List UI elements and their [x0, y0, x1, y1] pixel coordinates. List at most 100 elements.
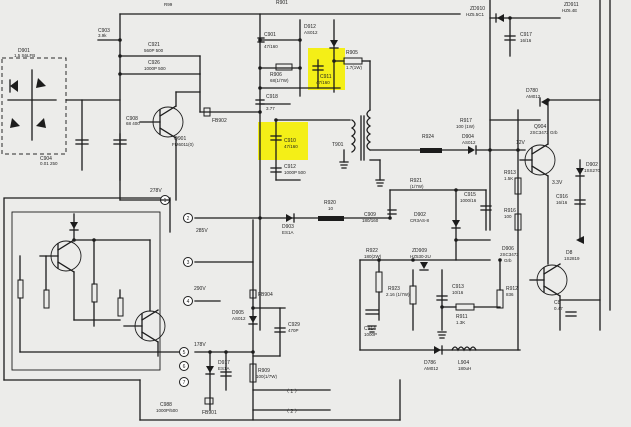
label-d906-rank: Grb — [504, 258, 512, 263]
label-d902b-value: 1SS270 — [584, 168, 601, 173]
label-d8-value: 1S2819 — [564, 256, 580, 261]
label-c8-value: 0.47 — [554, 306, 563, 311]
connector-label-2: 〈 2 〉 — [284, 409, 300, 415]
label-zd911: ZD911 — [564, 2, 579, 8]
label-d902b: D902 — [586, 162, 598, 168]
label-zd911-value: HZ6.4E — [562, 8, 577, 13]
label-c901: C901 — [264, 32, 276, 38]
node-6 — [179, 361, 189, 371]
label-c910-value: 47/160 — [284, 144, 298, 149]
label-r917: R917 — [460, 118, 472, 124]
label-q901: Q901 — [174, 136, 186, 142]
label-c917-value: 16/16 — [520, 38, 532, 43]
label-285v: 285V — [196, 228, 208, 234]
label-c988: C988 — [160, 402, 172, 408]
label-d904: D904 — [462, 134, 474, 140]
label-c909-value: 180/160 — [362, 218, 379, 223]
label-c929-value: 470P — [288, 328, 299, 333]
label-c904-value: 0.01 250 — [40, 161, 58, 166]
label-r923-value: 2.16 (1/7W) — [386, 292, 410, 297]
node-5-label: 5 — [183, 350, 186, 356]
label-d8: D8 — [566, 250, 573, 256]
node-4-label: 4 — [187, 299, 190, 305]
highlight-c910 — [258, 122, 308, 160]
label-r912: R912 — [506, 286, 518, 292]
label-r916-value: 100 — [504, 214, 512, 219]
label-q904-value: 2SC3473 Grb — [530, 130, 558, 135]
label-d901-value: 1.5 S6LFB — [14, 53, 35, 58]
label-c904: C904 — [40, 156, 52, 162]
node-1-label: 1 — [164, 198, 167, 204]
label-r911-value: 1.3K — [456, 320, 465, 325]
label-278v: 278V — [150, 188, 162, 194]
label-r922-value: 180(2W) — [364, 254, 382, 259]
label-r913: R913 — [504, 170, 516, 176]
label-d786: D786 — [424, 360, 436, 366]
label-c916: C916 — [556, 194, 568, 200]
label-c903: C903 — [98, 28, 110, 34]
label-d906: D906 — [502, 246, 514, 252]
label-d912: D912 — [304, 24, 316, 30]
label-d917: D917 — [218, 360, 230, 366]
component-labels: D901 1.5 S6LFB C903 3.9k C921 560P 500 C… — [14, 0, 601, 416]
label-c921-value: 560P 500 — [144, 48, 164, 53]
label-l904: L904 — [458, 360, 469, 366]
label-c914: C914 — [364, 326, 376, 332]
node-2-label: 2 — [187, 216, 190, 222]
node-3 — [183, 257, 193, 267]
label-c918: C918 — [266, 94, 278, 100]
label-r906-value: 68(1/7W) — [270, 78, 289, 83]
label-d906-value: 2SC3473 — [500, 252, 519, 257]
node-7 — [179, 377, 189, 387]
label-r906: R906 — [270, 72, 282, 78]
label-d903: D903 — [282, 224, 294, 230]
label-r923: R923 — [388, 286, 400, 292]
label-r905-value: 1.7(1W) — [346, 65, 363, 70]
label-r924: R924 — [422, 134, 434, 140]
bridge-rectifier-d901 — [1, 57, 121, 155]
label-c988-value: 1000P/500 — [156, 408, 178, 413]
label-d902-value: CR3AS-8 — [410, 218, 430, 223]
label-d917-value: ES1A — [218, 366, 230, 371]
main-wiring — [75, 0, 611, 421]
label-3v3: 3.3V — [552, 180, 563, 186]
label-r920: R920 — [324, 200, 336, 206]
label-c916-value: 16/16 — [556, 200, 568, 205]
node-7-label: 7 — [183, 380, 186, 386]
label-d902: D902 — [414, 212, 426, 218]
label-c903-value: 3.9k — [98, 33, 107, 38]
label-t901: T901 — [332, 142, 344, 148]
label-r921: R921 — [410, 178, 422, 184]
label-12v: 12V — [516, 140, 526, 146]
node-5 — [179, 347, 189, 357]
highlight-c911 — [308, 48, 345, 90]
label-c911: C911 — [320, 74, 332, 80]
label-c926-value: 1000P 500 — [144, 66, 166, 71]
label-c913: C913 — [452, 284, 464, 290]
label-q901-value: FM6011(0) — [172, 142, 194, 147]
label-c929: C929 — [288, 322, 300, 328]
label-c926: C926 — [148, 60, 160, 66]
label-c909: C909 — [364, 212, 376, 218]
label-c908-value: 68 400 — [126, 121, 140, 126]
label-c908: C908 — [126, 116, 138, 122]
label-178v: 178V — [194, 342, 206, 348]
label-r921-value: (1/7W) — [410, 184, 424, 189]
label-c914-value: 1000P — [364, 332, 377, 337]
label-r912-value: 836 — [506, 292, 514, 297]
label-d901: D901 — [18, 48, 30, 54]
label-c917: C917 — [520, 32, 532, 38]
label-d905-value: AS012 — [232, 316, 246, 321]
label-d905: D905 — [232, 310, 244, 316]
label-r909-value: 100(1/7W) — [256, 374, 278, 379]
label-r917-value: 100 (1W) — [456, 124, 475, 129]
label-r916: R916 — [504, 208, 516, 214]
label-r901: R901 — [276, 0, 288, 6]
label-c8: C8 — [554, 300, 561, 306]
label-fb904: FB904 — [258, 292, 273, 298]
label-r909: R909 — [258, 368, 270, 374]
label-c915-value: 1000/16 — [460, 198, 477, 203]
label-r922: R922 — [366, 248, 378, 254]
